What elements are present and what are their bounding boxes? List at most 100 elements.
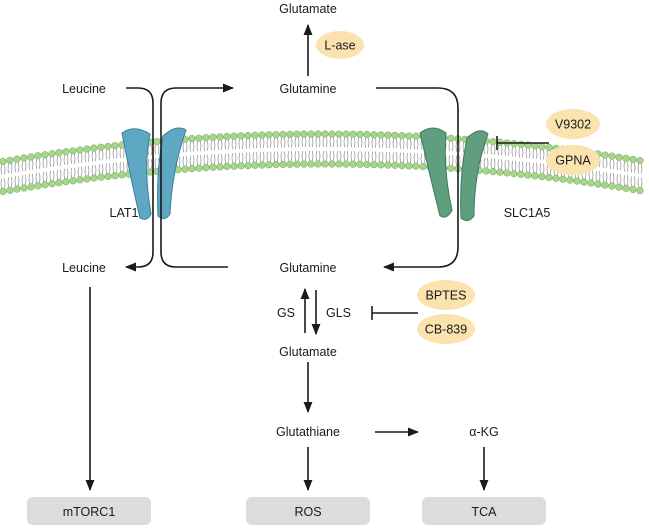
- lipid-tail: [105, 149, 108, 160]
- lipid-head: [342, 130, 350, 138]
- lipid-head: [244, 161, 252, 170]
- lipid-tail: [35, 172, 38, 183]
- lipid-tail: [49, 170, 52, 181]
- lipid-tail: [304, 150, 307, 162]
- lipid-head: [293, 160, 301, 168]
- lipid-tail: [301, 150, 304, 162]
- lipid-head: [489, 138, 497, 146]
- lipid-head: [279, 130, 287, 139]
- lipid-head: [48, 150, 56, 158]
- lipid-tail: [196, 155, 199, 166]
- lipid-head: [20, 154, 28, 162]
- lipid-tail: [276, 151, 279, 162]
- lipid-tail: [402, 152, 405, 163]
- lipid-head: [524, 171, 532, 179]
- lipid-head: [6, 186, 14, 194]
- lipid-tail: [294, 151, 297, 162]
- lipid-tail: [378, 137, 381, 148]
- lipid-tail: [602, 171, 605, 183]
- lipid-tail: [38, 172, 41, 183]
- lipid-head: [545, 143, 553, 152]
- lipid-tail: [423, 153, 426, 164]
- lipid-tail: [84, 165, 87, 177]
- lipid-head: [447, 134, 455, 142]
- lipid-head: [27, 183, 35, 191]
- lipid-tail: [262, 137, 265, 149]
- lipid-head: [391, 161, 399, 169]
- lipid-tail: [539, 149, 542, 160]
- lipid-tail: [542, 149, 545, 160]
- lipid-tail: [500, 145, 503, 156]
- lipid-head: [258, 161, 266, 169]
- lipid-tail: [605, 171, 608, 183]
- lipid-tail: [630, 162, 633, 173]
- exchange-paths: [124, 83, 459, 272]
- lipid-tail: [31, 159, 34, 171]
- lipid-tail: [266, 137, 269, 148]
- lipid-head: [629, 185, 637, 194]
- lipid-tail: [626, 175, 629, 186]
- lipid-head: [370, 161, 378, 169]
- gls-label: GLS: [326, 306, 351, 320]
- lipid-tail: [318, 150, 321, 162]
- lipid-tail: [56, 155, 59, 166]
- gpna-label: GPNA: [555, 154, 591, 168]
- lipid-tail: [66, 154, 69, 165]
- lipid-tail: [45, 171, 48, 182]
- gs-label: GS: [277, 306, 295, 320]
- lipid-head: [237, 162, 245, 170]
- lipid-head: [237, 132, 245, 140]
- lipid-tail: [154, 144, 157, 155]
- lipid-tail: [315, 150, 318, 162]
- lipid-tail: [3, 178, 6, 189]
- lipid-tail: [206, 154, 209, 165]
- lipid-head: [496, 168, 504, 176]
- lipid-tail: [80, 152, 83, 163]
- lipid-head: [622, 184, 630, 192]
- mtorc1-label: mTORC1: [63, 505, 116, 519]
- lipid-tail: [14, 176, 17, 187]
- lipid-tail: [234, 153, 237, 164]
- lipid-tail: [315, 136, 318, 148]
- lipid-tail: [521, 161, 524, 172]
- lipid-head: [328, 160, 336, 168]
- lipid-tail: [269, 137, 272, 148]
- lat1-transporter: [121, 127, 187, 220]
- lipid-tail: [59, 155, 62, 166]
- lipid-head: [321, 130, 329, 138]
- lipid-head: [6, 156, 14, 164]
- lipid-tail: [353, 151, 356, 162]
- lipid-tail: [108, 149, 111, 160]
- cb839-pill: CB-839: [417, 314, 475, 344]
- lipid-tail: [311, 136, 314, 148]
- lipid-tail: [399, 138, 402, 149]
- lipid-tail: [73, 167, 76, 178]
- lipid-tail: [399, 152, 402, 163]
- lipid-head: [83, 175, 91, 183]
- lipid-head: [293, 130, 301, 138]
- lipid-tail: [266, 151, 269, 162]
- lipid-head: [76, 146, 84, 154]
- lipid-tail: [336, 150, 339, 162]
- lipid-tail: [290, 151, 293, 162]
- lipid-head: [545, 173, 553, 182]
- lipid-tail: [248, 152, 251, 163]
- lipid-head: [615, 153, 623, 161]
- lipid-tail: [633, 162, 636, 173]
- lipid-tail: [94, 164, 97, 176]
- lipid-head: [13, 155, 21, 163]
- lipid-tail: [21, 174, 24, 186]
- lipid-head: [307, 160, 315, 168]
- lipid-head: [559, 175, 567, 183]
- lipid-head: [335, 130, 343, 138]
- lipid-tail: [413, 139, 416, 150]
- lipid-head: [0, 187, 7, 196]
- lipid-head: [398, 132, 406, 140]
- lipid-head: [153, 137, 161, 146]
- lipid-tail: [637, 163, 640, 174]
- lipid-tail: [623, 175, 626, 186]
- lipid-tail: [329, 150, 332, 162]
- lipid-tail: [486, 143, 489, 155]
- lipid-tail: [189, 155, 192, 166]
